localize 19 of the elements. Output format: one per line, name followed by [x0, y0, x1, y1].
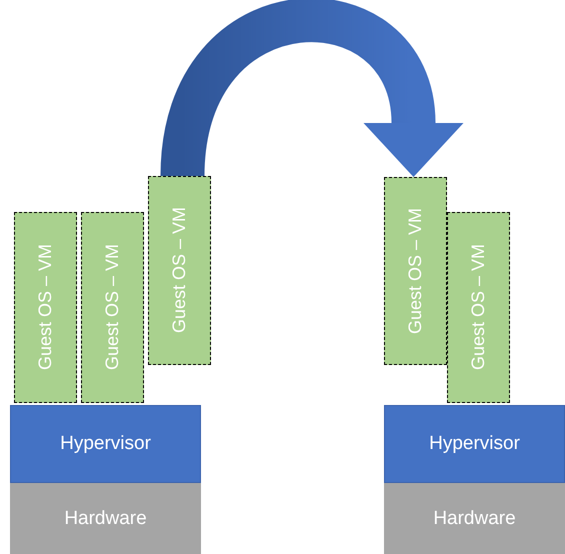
vm-label: Guest OS – VM — [35, 244, 56, 371]
vm-box — [447, 212, 510, 403]
layer-label: Hardware — [64, 508, 147, 530]
hypervisor-layer — [384, 405, 565, 483]
layer-label: Hypervisor — [429, 433, 520, 455]
hypervisor-layer — [10, 405, 201, 483]
vm-box — [14, 212, 77, 403]
layer-label: Hardware — [433, 508, 516, 530]
vm-box — [384, 177, 447, 365]
curved-arrow — [160, 0, 464, 178]
vm-box — [81, 212, 144, 403]
hardware-layer — [10, 483, 201, 554]
vm-box — [148, 176, 211, 365]
vm-label: Guest OS – VM — [468, 244, 489, 371]
vm-label: Guest OS – VM — [405, 208, 426, 334]
hardware-layer — [384, 483, 565, 554]
vm-label: Guest OS – VM — [169, 207, 190, 334]
layer-label: Hypervisor — [60, 433, 151, 455]
vm-label: Guest OS – VM — [102, 244, 123, 371]
